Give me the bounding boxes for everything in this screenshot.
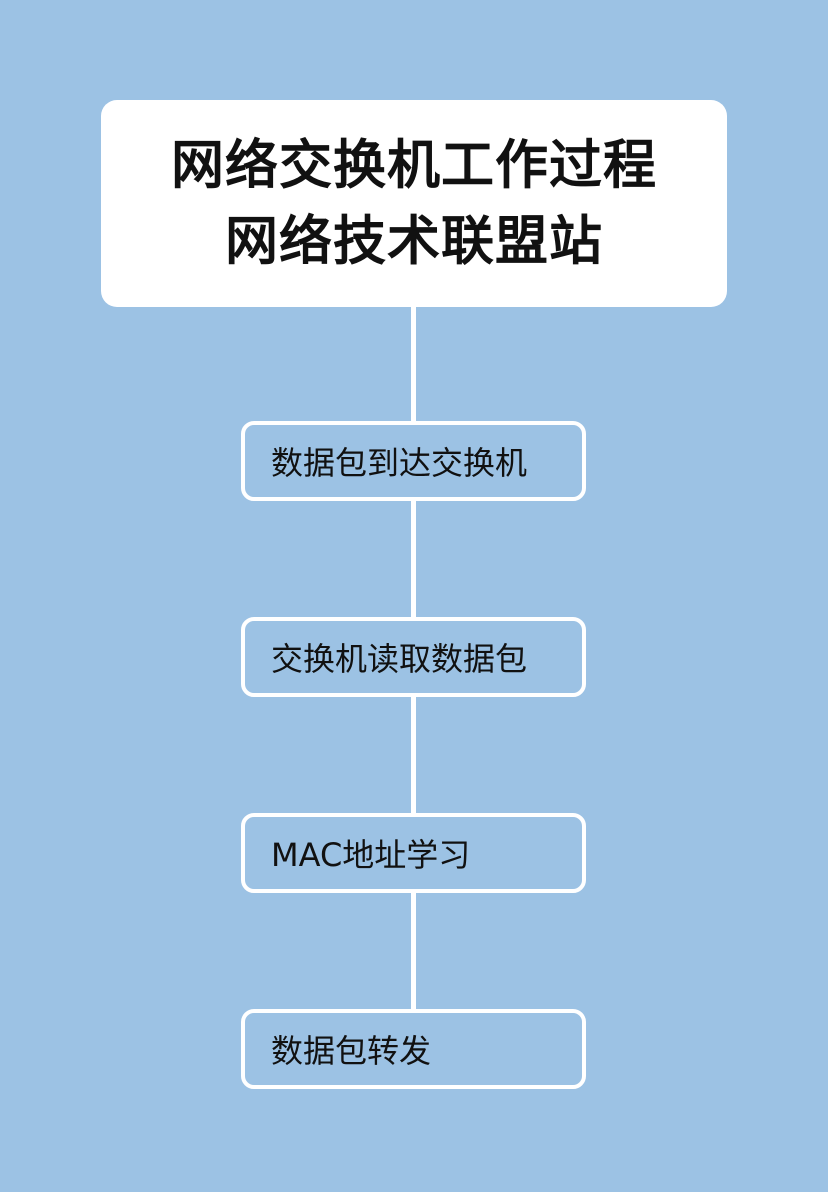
diagram-title: 网络交换机工作过程 [171, 134, 657, 196]
connector-step-2-to-step-3 [411, 696, 416, 816]
step-3-label: MAC地址学习 [271, 836, 471, 874]
step-1-box: 数据包到达交换机 [241, 421, 586, 501]
connector-step-3-to-step-4 [411, 892, 416, 1012]
step-2-label: 交换机读取数据包 [271, 640, 528, 678]
step-4-label: 数据包转发 [271, 1032, 432, 1070]
title-box: 网络交换机工作过程 网络技术联盟站 [101, 100, 727, 307]
step-2-box: 交换机读取数据包 [241, 617, 586, 697]
connector-step-1-to-step-2 [411, 500, 416, 620]
diagram-subtitle: 网络技术联盟站 [225, 210, 603, 272]
connector-title-to-step-1 [411, 307, 416, 424]
step-3-box: MAC地址学习 [241, 813, 586, 893]
step-1-label: 数据包到达交换机 [271, 444, 528, 482]
step-4-box: 数据包转发 [241, 1009, 586, 1089]
